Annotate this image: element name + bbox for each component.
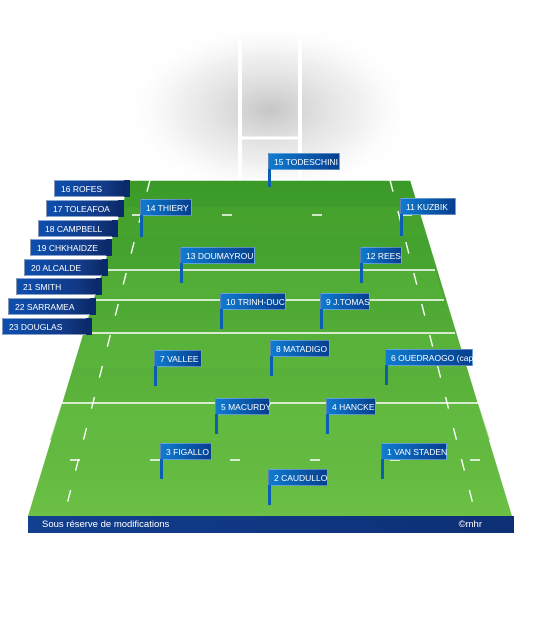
player-pin-3 xyxy=(160,459,163,479)
player-pin-11 xyxy=(400,214,403,236)
player-label-14: 14 THIERY xyxy=(140,199,192,216)
substitute-23: 23 DOUGLAS xyxy=(2,318,92,335)
substitute-20: 20 ALCALDE xyxy=(24,259,108,276)
player-pin-4 xyxy=(326,414,329,434)
player-label-15: 15 TODESCHINI xyxy=(268,153,340,170)
player-label-12: 12 REES xyxy=(360,247,402,264)
player-label-1: 1 VAN STADEN xyxy=(381,443,447,460)
player-pin-14 xyxy=(140,215,143,237)
substitute-19: 19 CHKHAIDZE xyxy=(30,239,112,256)
player-label-10: 10 TRINH-DUC xyxy=(220,293,286,310)
substitute-16: 16 ROFES xyxy=(54,180,130,197)
player-pin-1 xyxy=(381,459,384,479)
player-label-11: 11 KUZBIK xyxy=(400,198,456,215)
player-pin-12 xyxy=(360,263,363,283)
player-pin-2 xyxy=(268,485,271,505)
player-pin-15 xyxy=(268,169,271,187)
player-label-13: 13 DOUMAYROU xyxy=(180,247,255,264)
player-label-3: 3 FIGALLO xyxy=(160,443,212,460)
copyright-text: ©mhr xyxy=(458,519,482,530)
player-pin-9 xyxy=(320,309,323,329)
player-label-2: 2 CAUDULLO xyxy=(268,469,328,486)
substitute-18: 18 CAMPBELL xyxy=(38,220,118,237)
background-glow xyxy=(120,20,420,200)
player-pin-10 xyxy=(220,309,223,329)
player-label-9: 9 J.TOMAS xyxy=(320,293,370,310)
disclaimer-text: Sous réserve de modifications xyxy=(42,519,170,530)
substitute-21: 21 SMITH xyxy=(16,278,102,295)
player-label-5: 5 MACURDY xyxy=(215,398,271,415)
player-pin-13 xyxy=(180,263,183,283)
footer-bar: Sous réserve de modifications ©mhr xyxy=(28,516,514,533)
player-label-6: 6 OUEDRAOGO (cap) xyxy=(385,349,476,366)
player-label-7: 7 VALLEE xyxy=(154,350,202,367)
player-pin-8 xyxy=(270,356,273,376)
player-label-4: 4 HANCKE xyxy=(326,398,376,415)
player-pin-7 xyxy=(154,366,157,386)
substitute-22: 22 SARRAMEA xyxy=(8,298,96,315)
player-label-8: 8 MATADIGO xyxy=(270,340,330,357)
player-pin-6 xyxy=(385,365,388,385)
player-pin-5 xyxy=(215,414,218,434)
substitute-17: 17 TOLEAFOA xyxy=(46,200,124,217)
